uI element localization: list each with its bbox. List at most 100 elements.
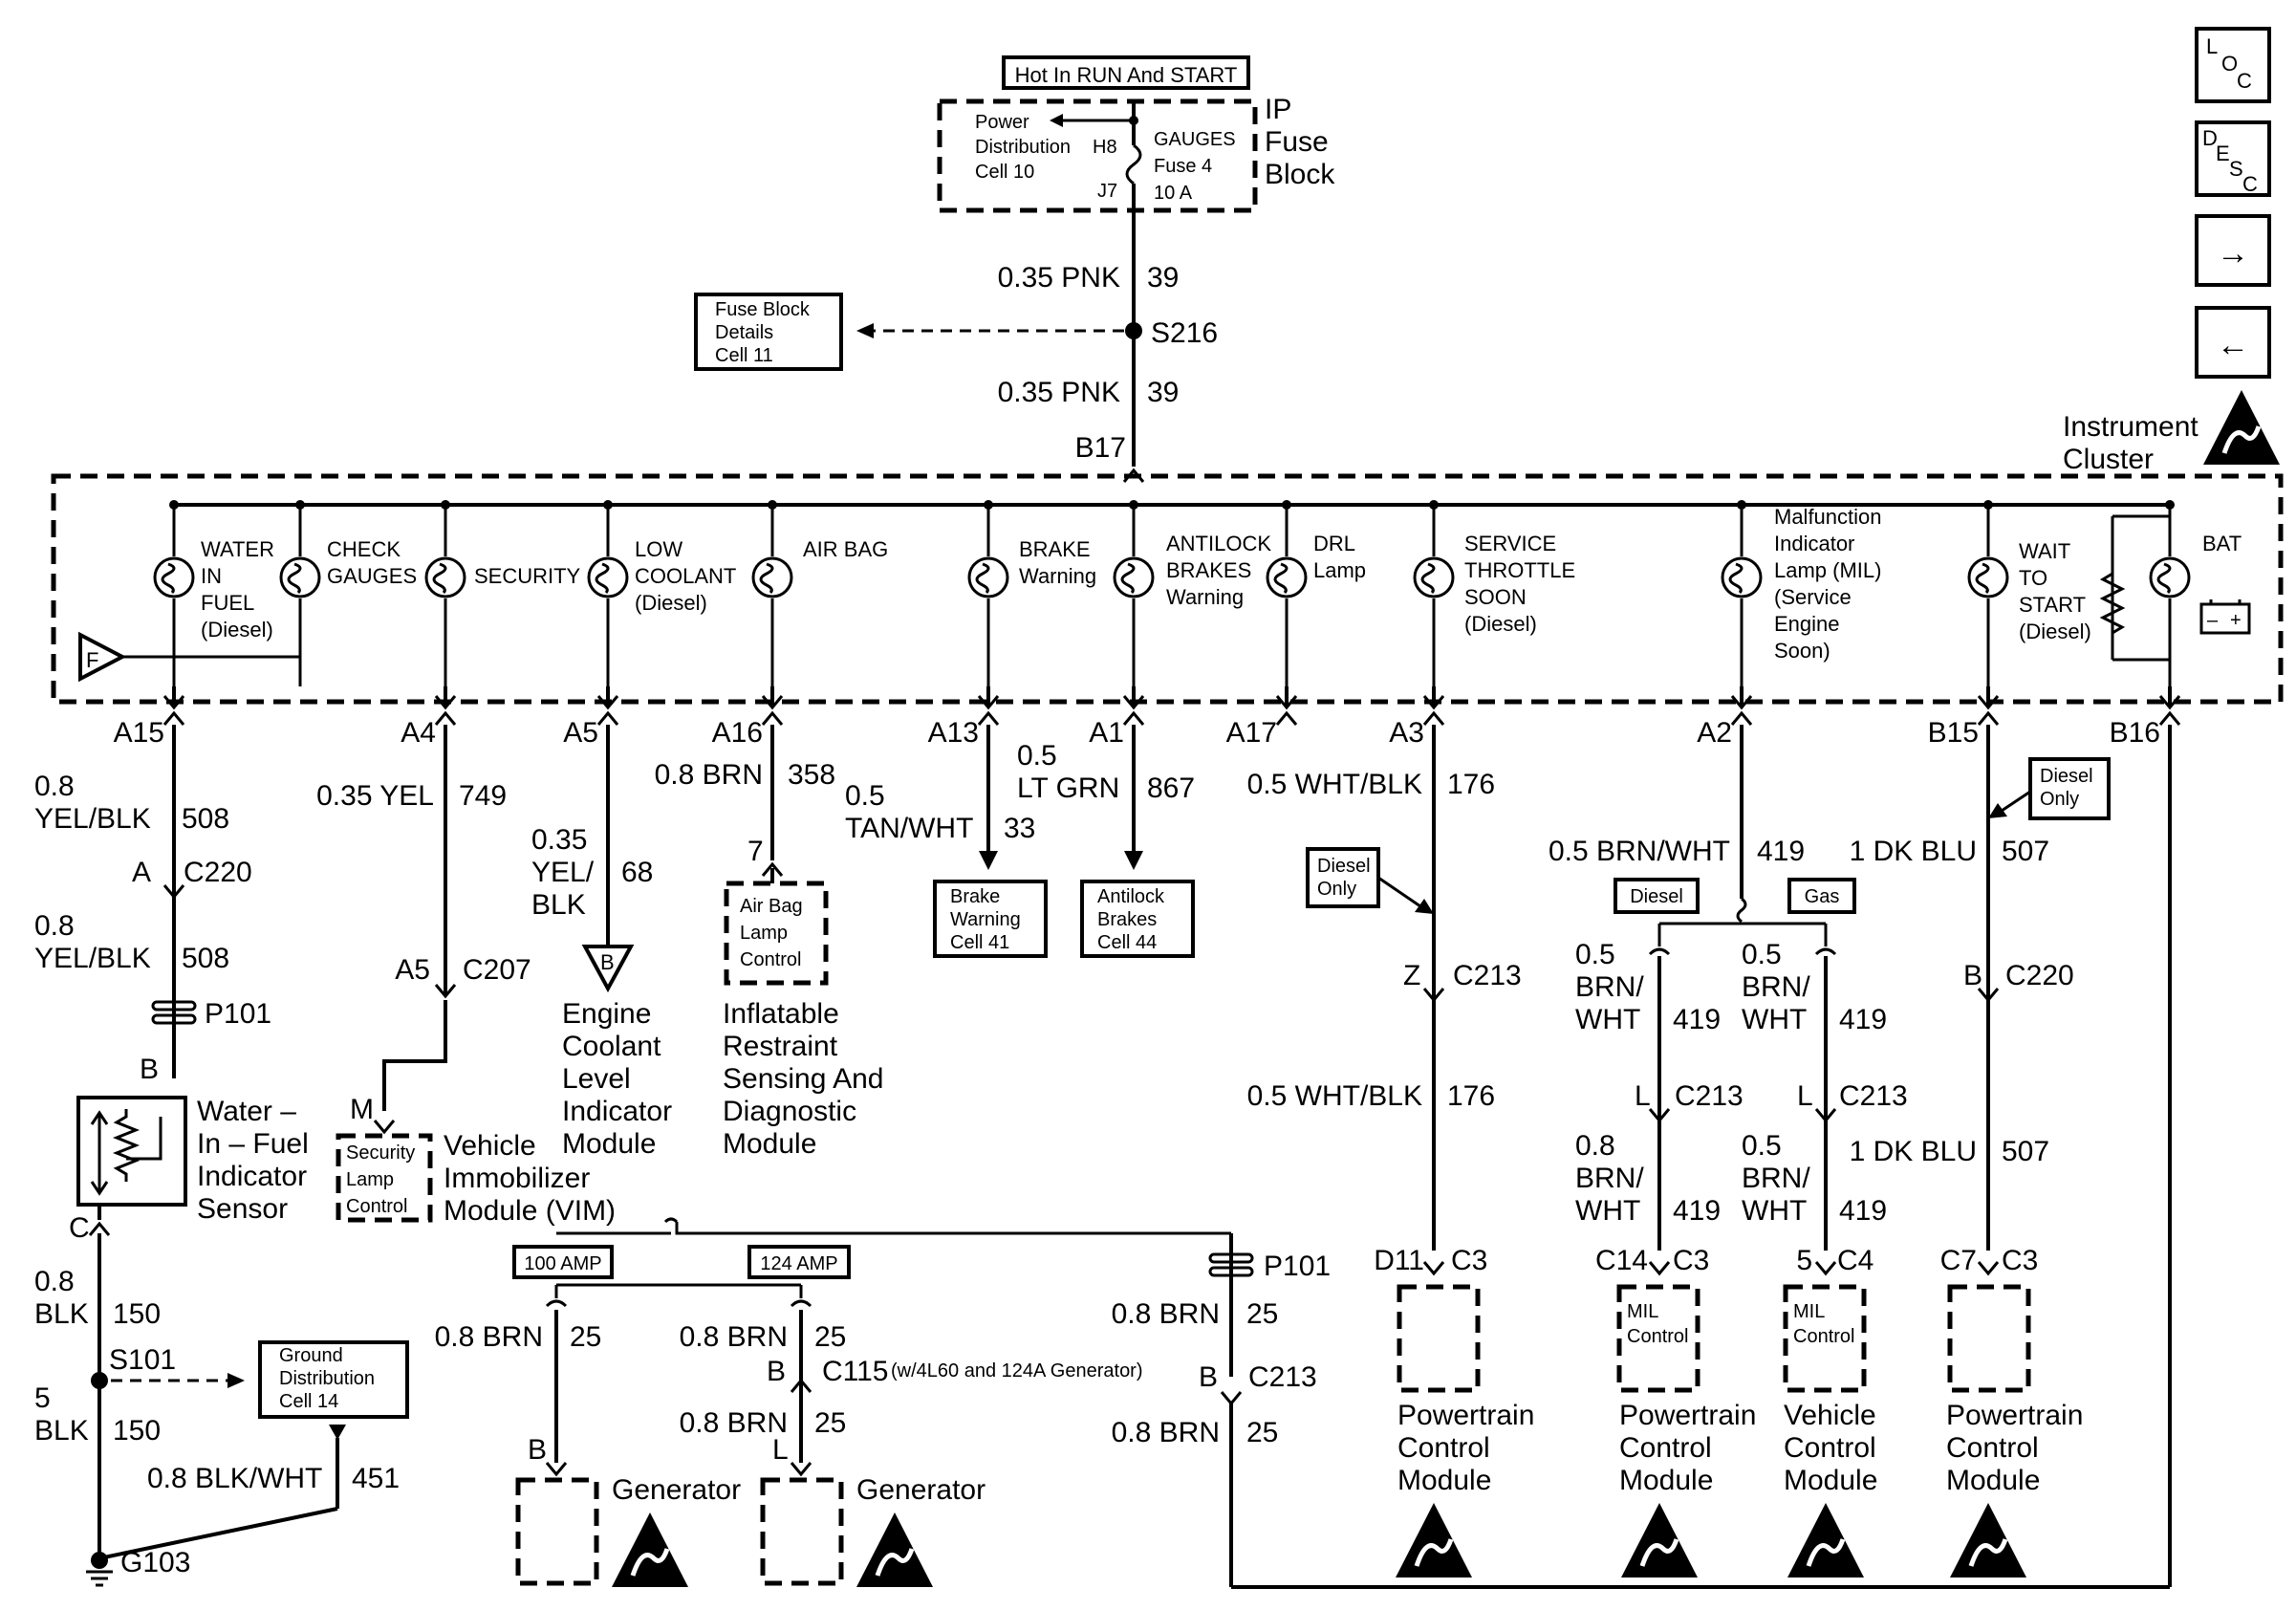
mil-control-box [1783,1284,1867,1393]
connector-icon [1977,710,2000,726]
pcm-box [1397,1284,1481,1393]
module-label: Control [1397,1432,1490,1464]
circuit-number: 25 [814,1407,846,1439]
pin-label: B [767,1356,786,1387]
wire-color-label: WHT [1575,1195,1640,1227]
box-label: Security [346,1142,415,1164]
cluster-pin: A4 [401,686,457,749]
generator-box [515,1477,599,1586]
connector-icon [88,1221,111,1236]
wire-color-label: 0.5 BRN/WHT [1549,836,1730,867]
junction-dot-icon [1129,500,1138,510]
connector-icon [162,710,185,726]
connector-label: C3 [1451,1245,1487,1276]
cluster-pin: A5 [563,686,619,749]
connector-label: C3 [1673,1245,1709,1276]
connector-icon [1422,710,1445,726]
box-label: Control [740,949,801,970]
pin-label: M [350,1094,374,1125]
lamp-label: WATER [201,537,274,561]
arrow-down-icon [1124,851,1143,870]
nav-back-button[interactable]: ← [2195,306,2271,379]
splice-dot-icon [1125,322,1142,339]
wire-color-label: WHT [1742,1004,1807,1035]
esd-warning-icon [856,1512,933,1587]
connector-icon [2158,695,2181,710]
j7-label: J7 [1097,181,1117,202]
ref-label: Antilock [1097,886,1165,907]
desc-letter: E [2216,141,2230,165]
wire-color-label: 0.8 BRN [655,759,763,791]
connector-label: C213 [1248,1361,1317,1393]
nav-desc-button[interactable]: D E S C [2195,120,2271,197]
connector-icon [434,710,457,726]
circuit-a13: 0.5 TAN/WHT 33 Brake Warning Cell 41 [845,725,1048,958]
connector-icon [1814,1261,1837,1276]
arrow-left-icon [1050,114,1063,127]
wire-color-label: 0.5 WHT/BLK [1247,1080,1422,1112]
connector-label: C220 [184,857,252,888]
connector-icon [790,1378,812,1393]
wire-color-label: 0.8 [34,771,75,802]
pin-label: 7 [747,836,764,867]
module-label: Diagnostic [723,1096,856,1127]
esd-warning-icon [2203,390,2280,465]
pin-label: C14 [1595,1245,1648,1276]
wire-color-label: 1 DK BLU [1850,1136,1977,1167]
fuse-label: 10 A [1154,183,1193,204]
connector-icon [162,695,185,710]
instrument-cluster-outline [51,473,2284,705]
wire-color-label: BRN/ [1742,971,1810,1003]
circuit-number: 749 [459,780,507,812]
connector-icon [434,984,457,999]
connector-icon [596,710,619,726]
ref-label: Brakes [1097,909,1157,930]
ref-label: Warning [950,909,1021,930]
lamp-label: Indicator [1774,532,1854,555]
lamp-label: (Diesel) [201,618,273,642]
nav-forward-button[interactable]: → [2195,214,2271,287]
connector-label: P101 [205,998,271,1030]
lamp-label: WAIT [2019,539,2070,563]
wire-color-label: BRN/ [1742,1163,1810,1194]
lamp-label: BRAKE [1019,537,1091,561]
circuit-number: 25 [1246,1417,1278,1448]
lamp-label: AIR BAG [803,537,888,561]
connector-icon [1122,695,1145,710]
ground-label: G103 [120,1547,190,1578]
power-dist-label: Power [975,112,1029,133]
circuit-generator: 0.8 BRN 25 B C213 0.8 BRN 25 P101 100 AM… [435,725,2172,1589]
junction-dot-icon [984,500,993,510]
wire-crossover-icon [1736,897,1747,924]
wire-color-label: BRN/ [1575,1163,1644,1194]
lamp-label: START [2019,593,2086,617]
connector-icon [761,861,784,877]
lamp-label: Lamp [1313,558,1366,582]
lamp-bulb-icon [1266,556,1308,598]
junction-dot-icon [1429,500,1439,510]
pin-label: A5 [563,717,598,749]
nav-loc-button[interactable]: L O C [2195,27,2271,103]
lamp-label: Engine [1774,612,1840,636]
wire-color-label: 0.8 BRN [1112,1298,1220,1330]
circuit-number: 68 [621,857,653,888]
junction-dot-icon [2165,500,2175,510]
module-label: Control [1619,1432,1712,1464]
diesel-only-box [2028,757,2111,820]
circuit-number: 508 [182,803,229,835]
cluster-lamp: BAT [2149,500,2242,686]
circuit-number: 176 [1447,1080,1495,1112]
arrow-left-icon [856,323,874,338]
connector-icon [1422,1261,1445,1276]
circuit-a1: 0.5 LT GRN 867 Antilock Brakes Cell 44 [1017,725,1195,958]
connector-label: C213 [1453,960,1522,991]
module-label: Module [562,1128,656,1160]
ref-triangle-icon [581,945,635,993]
circuit-number: 176 [1447,769,1495,800]
sensor-label: In – Fuel [197,1128,309,1160]
wire-color-label: 0.35 [531,824,587,856]
power-dist-label: Cell 10 [975,162,1034,183]
